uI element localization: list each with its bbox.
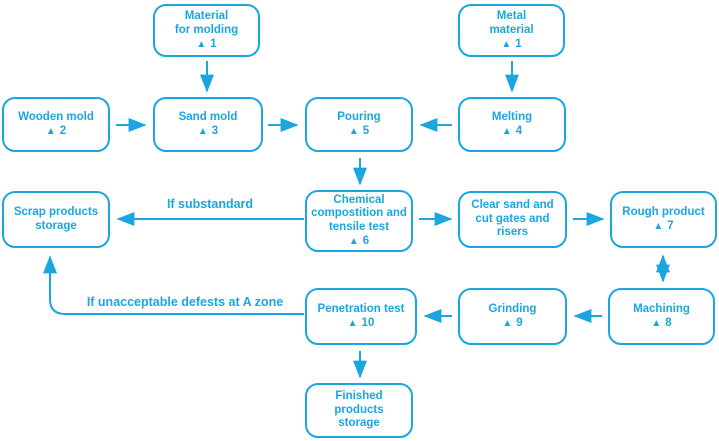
- node-melting: Melting ▲4: [458, 97, 566, 152]
- node-label: Melting: [491, 110, 533, 123]
- triangle-icon: ▲: [347, 318, 358, 330]
- node-label: Metal material: [489, 10, 534, 36]
- node-metal-material: Metal material ▲1: [458, 4, 565, 57]
- node-label: Scrap products storage: [13, 206, 99, 232]
- step-marker: ▲4: [502, 125, 522, 138]
- step-marker: ▲6: [349, 235, 369, 248]
- node-label: Wooden mold: [18, 110, 94, 123]
- step-number: 10: [361, 317, 375, 330]
- triangle-icon: ▲: [651, 318, 662, 330]
- node-label: Chemical compostition and tensile test: [311, 193, 407, 233]
- step-number: 1: [210, 38, 217, 50]
- node-label: Material for molding: [174, 10, 239, 36]
- step-number: 4: [515, 125, 523, 138]
- node-clear-sand-cut-gates-risers: Clear sand and cut gates and risers: [458, 191, 567, 248]
- node-label: Grinding: [488, 302, 537, 315]
- node-rough-product: Rough product ▲7: [610, 191, 717, 248]
- node-label: Rough product: [622, 205, 705, 218]
- node-machining: Machining ▲8: [608, 288, 715, 345]
- triangle-icon: ▲: [348, 236, 359, 248]
- step-number: 5: [362, 125, 370, 138]
- node-finished-products-storage: Finished products storage: [305, 383, 413, 438]
- node-scrap-products-storage: Scrap products storage: [2, 191, 110, 248]
- node-material-for-molding: Material for molding ▲1: [153, 4, 260, 57]
- step-marker: ▲7: [653, 220, 673, 233]
- step-marker: ▲1: [196, 38, 216, 51]
- step-number: 3: [211, 125, 219, 138]
- triangle-icon: ▲: [196, 39, 207, 50]
- triangle-icon: ▲: [501, 126, 512, 138]
- triangle-icon: ▲: [501, 39, 512, 50]
- step-marker: ▲3: [198, 125, 218, 138]
- node-label: Penetration test: [317, 302, 405, 315]
- triangle-icon: ▲: [45, 126, 56, 138]
- node-label: Clear sand and cut gates and risers: [471, 199, 554, 239]
- step-number: 9: [516, 317, 523, 330]
- step-marker: ▲8: [651, 317, 671, 330]
- node-grinding: Grinding ▲9: [458, 288, 567, 345]
- step-marker: ▲9: [502, 317, 522, 330]
- step-number: 7: [667, 220, 674, 233]
- triangle-icon: ▲: [502, 318, 513, 330]
- node-sand-mold: Sand mold ▲3: [153, 97, 263, 152]
- step-number: 1: [515, 38, 522, 50]
- step-marker: ▲1: [501, 38, 521, 51]
- node-pouring: Pouring ▲5: [305, 97, 413, 152]
- step-number: 8: [665, 317, 672, 330]
- node-label: Sand mold: [178, 110, 238, 123]
- triangle-icon: ▲: [653, 221, 664, 233]
- edge-label-if-substandard: If substandard: [166, 197, 254, 211]
- step-marker: ▲5: [349, 125, 369, 138]
- node-label: Pouring: [337, 110, 381, 123]
- node-label: Finished products storage: [334, 390, 384, 430]
- edge-label-if-unacceptable-defects: If unacceptable defests at A zone: [86, 295, 284, 309]
- step-marker: ▲2: [46, 125, 66, 138]
- step-marker: ▲10: [348, 317, 375, 330]
- node-penetration-test: Penetration test ▲10: [305, 288, 417, 345]
- node-wooden-mold: Wooden mold ▲2: [2, 97, 110, 152]
- step-number: 2: [59, 125, 67, 138]
- triangle-icon: ▲: [348, 126, 359, 138]
- node-chemical-composition-tensile-test: Chemical compostition and tensile test ▲…: [305, 190, 413, 252]
- node-label: Machining: [633, 302, 690, 315]
- triangle-icon: ▲: [197, 126, 208, 138]
- step-number: 6: [362, 235, 370, 248]
